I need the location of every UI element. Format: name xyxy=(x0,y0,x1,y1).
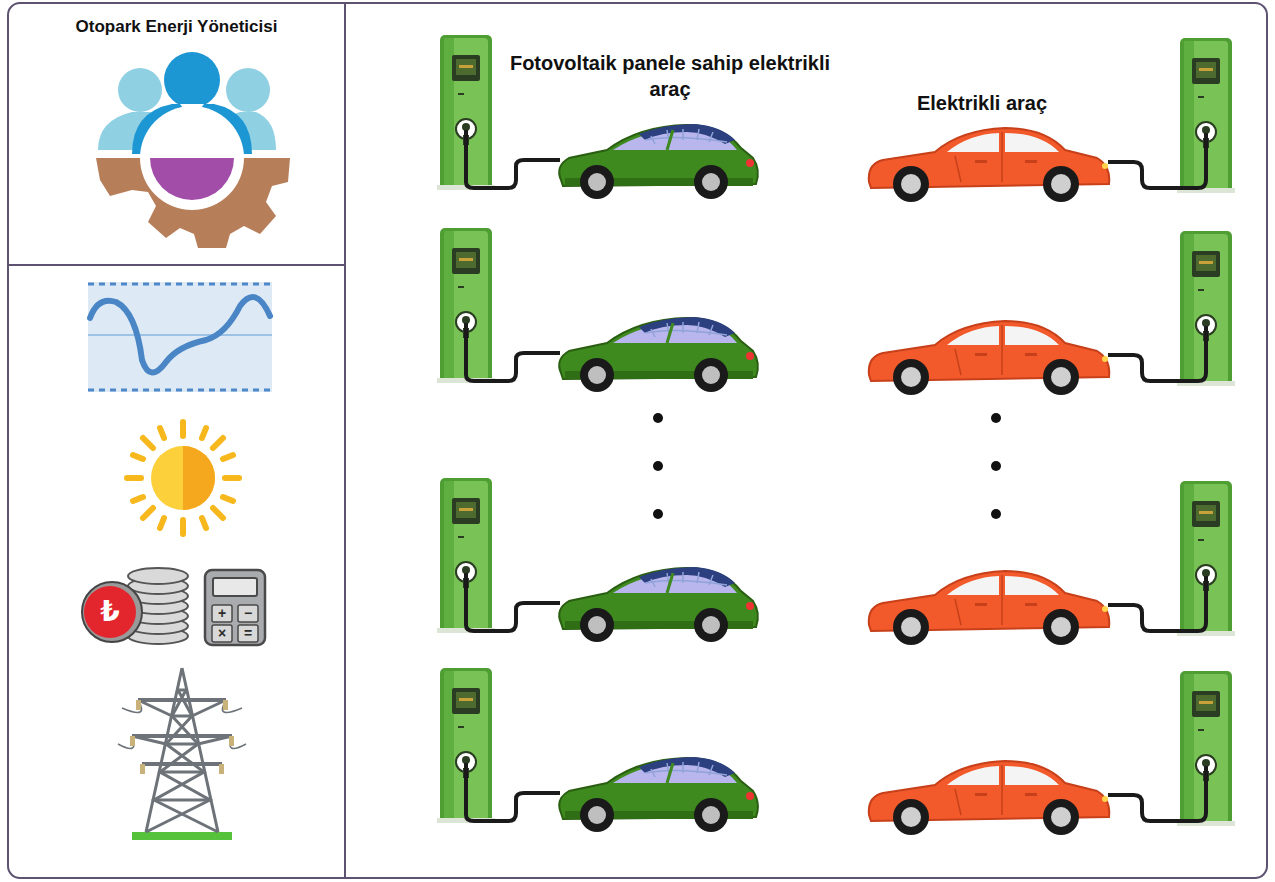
drawing-part xyxy=(118,68,162,112)
drawing-part xyxy=(164,52,220,108)
drawing-part xyxy=(202,518,206,528)
drawing-part xyxy=(127,422,239,534)
divider xyxy=(8,264,345,266)
drawing-part xyxy=(223,455,233,459)
drawing-part xyxy=(84,586,136,638)
drawing-part xyxy=(88,282,272,392)
drawing-part xyxy=(219,764,224,774)
drawing-part xyxy=(223,497,233,501)
price-curve-icon xyxy=(88,282,272,392)
calculator-icon xyxy=(205,570,265,645)
parking-row xyxy=(437,478,1235,645)
drawing-part xyxy=(127,475,141,481)
drawing-part xyxy=(223,700,228,710)
drawing-part xyxy=(133,497,143,501)
drawing-part xyxy=(991,509,1001,519)
manager-panel: Otopark Enerji Yöneticisi xyxy=(10,5,343,263)
drawing-part xyxy=(133,455,143,459)
drawing-part xyxy=(146,668,218,832)
drawing-part xyxy=(130,700,234,774)
drawing-part xyxy=(143,438,153,448)
coins-icon xyxy=(82,568,188,644)
drawing-part xyxy=(130,736,135,746)
drawing-part xyxy=(88,389,272,392)
drawing-part xyxy=(229,736,234,746)
drawing-part xyxy=(88,334,272,336)
power-pylon-icon xyxy=(118,668,246,840)
manager-icon xyxy=(96,52,290,248)
icon-symbol: − xyxy=(239,605,257,622)
drawing-part xyxy=(90,297,270,372)
drawing-part xyxy=(132,832,232,840)
icon-symbol: = xyxy=(239,625,257,642)
divider xyxy=(344,3,346,878)
vehicle-label: Elektrikli araç xyxy=(872,90,1092,116)
drawing-part xyxy=(238,605,258,622)
drawing-part xyxy=(136,700,141,710)
drawing-part xyxy=(160,428,164,438)
parking-row xyxy=(437,228,1235,395)
panel-title: Otopark Enerji Yöneticisi xyxy=(10,17,343,37)
drawing-part xyxy=(132,700,232,744)
drawing-part xyxy=(151,446,215,510)
sun-icon xyxy=(127,422,239,534)
drawing-part xyxy=(160,518,164,528)
drawing-part xyxy=(653,413,663,423)
drawing-part xyxy=(225,475,239,481)
outer-frame xyxy=(8,3,1267,878)
icon-symbol: + xyxy=(213,605,231,622)
drawing-part xyxy=(88,283,272,286)
drawing-part xyxy=(143,508,153,518)
parking-row xyxy=(437,35,1235,202)
icon-symbol: ₺ xyxy=(90,597,130,628)
drawing-part xyxy=(128,568,188,584)
drawing-part xyxy=(653,461,663,471)
drawing-part xyxy=(180,422,186,436)
drawing-part xyxy=(118,700,246,749)
drawing-part xyxy=(150,158,234,200)
drawing-part xyxy=(202,428,206,438)
vehicle-label: Fotovoltaik panele sahip elektrikli araç xyxy=(505,50,835,102)
drawing-part xyxy=(213,438,223,448)
parking-row xyxy=(437,668,1235,835)
drawing-part xyxy=(238,625,258,642)
drawing-part xyxy=(140,106,244,210)
drawing-part xyxy=(82,582,142,642)
drawing-part xyxy=(180,520,186,534)
drawing-part xyxy=(212,625,232,642)
drawing-part xyxy=(146,690,218,832)
ellipsis-dots xyxy=(653,413,1001,519)
drawing-part xyxy=(226,68,270,112)
drawing-part xyxy=(991,461,1001,471)
drawing-part xyxy=(213,578,257,596)
drawing-part xyxy=(205,570,265,645)
drawing-part xyxy=(212,605,232,622)
drawing-part xyxy=(213,508,223,518)
drawing-part xyxy=(653,509,663,519)
drawing-part xyxy=(140,764,145,774)
icon-symbol: × xyxy=(213,625,231,642)
drawing-part xyxy=(183,446,215,510)
drawing-part xyxy=(132,700,232,764)
drawing-part xyxy=(991,413,1001,423)
